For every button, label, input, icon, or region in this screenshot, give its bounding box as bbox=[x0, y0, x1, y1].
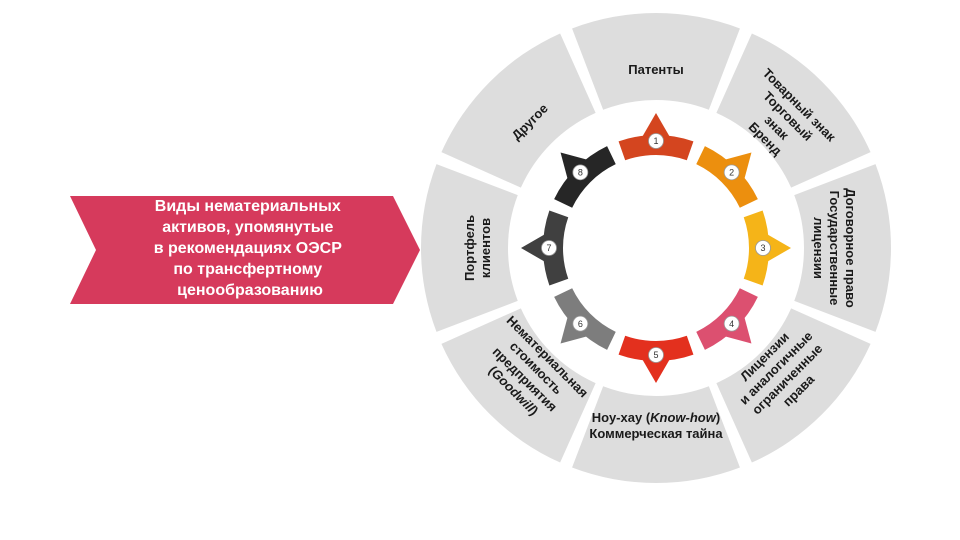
number-text-5: 5 bbox=[653, 350, 658, 360]
banner-arrow-shape bbox=[70, 196, 420, 304]
number-badge-5 bbox=[648, 347, 664, 363]
outer-segment-6 bbox=[441, 308, 596, 463]
segment-7-line-1: Портфель bbox=[462, 215, 477, 281]
number-text-3: 3 bbox=[760, 243, 765, 253]
segment-5-line-1: Ноу-хау (Know-how) bbox=[592, 410, 720, 425]
number-badge-4 bbox=[723, 315, 740, 332]
outer-segments bbox=[420, 13, 891, 483]
ring-pointer-6 bbox=[560, 315, 589, 344]
banner-line-5: ценообразованию bbox=[177, 282, 323, 299]
number-badge-1 bbox=[648, 133, 664, 149]
outer-segment-2 bbox=[716, 33, 871, 188]
segment-3-line-1: Договорное право bbox=[843, 188, 858, 308]
banner-line-4: по трансфертному bbox=[173, 261, 322, 278]
number-text-4: 4 bbox=[729, 319, 734, 329]
svg-text:Портфельклиентов: Портфельклиентов bbox=[462, 215, 493, 281]
outer-segment-1 bbox=[572, 13, 740, 110]
svg-text:Патенты: Патенты bbox=[628, 62, 684, 77]
ring-pointer-3 bbox=[766, 233, 791, 263]
number-text-7: 7 bbox=[546, 243, 551, 253]
banner-line-2: активов, упомянутые bbox=[162, 219, 333, 236]
segment-label-1: Патенты bbox=[628, 62, 684, 77]
ring-pointer-4 bbox=[723, 315, 752, 344]
outer-segment-4 bbox=[716, 308, 871, 463]
outer-segment-5 bbox=[572, 386, 740, 483]
outer-segment-7 bbox=[420, 164, 518, 332]
number-badge-2 bbox=[723, 164, 740, 181]
ring-pointer-5 bbox=[641, 358, 671, 383]
svg-text:Договорное правоГосударственны: Договорное правоГосударственныелицензии bbox=[811, 188, 858, 308]
number-text-6: 6 bbox=[578, 319, 583, 329]
segment-3-line-3: лицензии bbox=[811, 217, 826, 279]
ring-pointer-7 bbox=[521, 233, 546, 263]
banner-title: Виды нематериальных активов, упомянутые … bbox=[154, 198, 347, 299]
segment-label-5: Ноу-хау (Know-how)Коммерческая тайна bbox=[589, 410, 723, 441]
ring-pointer-1 bbox=[641, 113, 671, 138]
number-badge-6 bbox=[572, 315, 589, 332]
outer-segment-3 bbox=[794, 164, 891, 332]
outer-segment-8 bbox=[441, 33, 596, 188]
center-disc bbox=[564, 156, 748, 340]
segment-1-line-1: Патенты bbox=[628, 62, 684, 77]
number-badge-8 bbox=[572, 164, 589, 181]
segment-7-line-2: клиентов bbox=[478, 218, 493, 278]
segment-5-line-2: Коммерческая тайна bbox=[589, 426, 723, 441]
number-badge-3 bbox=[755, 240, 771, 256]
segment-label-7: Портфельклиентов bbox=[462, 215, 493, 281]
segment-3-line-2: Государственные bbox=[827, 191, 842, 306]
ring-pointer-2 bbox=[723, 152, 752, 181]
number-text-1: 1 bbox=[653, 136, 658, 146]
number-text-2: 2 bbox=[729, 168, 734, 178]
ring-pointer-8 bbox=[560, 152, 589, 181]
banner-line-1: Виды нематериальных bbox=[155, 198, 341, 215]
banner-line-3: в рекомендациях ОЭСР bbox=[154, 240, 343, 257]
number-badge-7 bbox=[541, 240, 557, 256]
title-banner: Виды нематериальных активов, упомянутые … bbox=[70, 196, 420, 304]
segment-label-3: Договорное правоГосударственныелицензии bbox=[811, 188, 858, 308]
number-text-8: 8 bbox=[578, 168, 583, 178]
svg-text:Ноу-хау (Know-how)Коммерческая: Ноу-хау (Know-how)Коммерческая тайна bbox=[589, 410, 723, 441]
inner-ring: 1 2 3 4 5 6 7 8 bbox=[521, 113, 791, 383]
